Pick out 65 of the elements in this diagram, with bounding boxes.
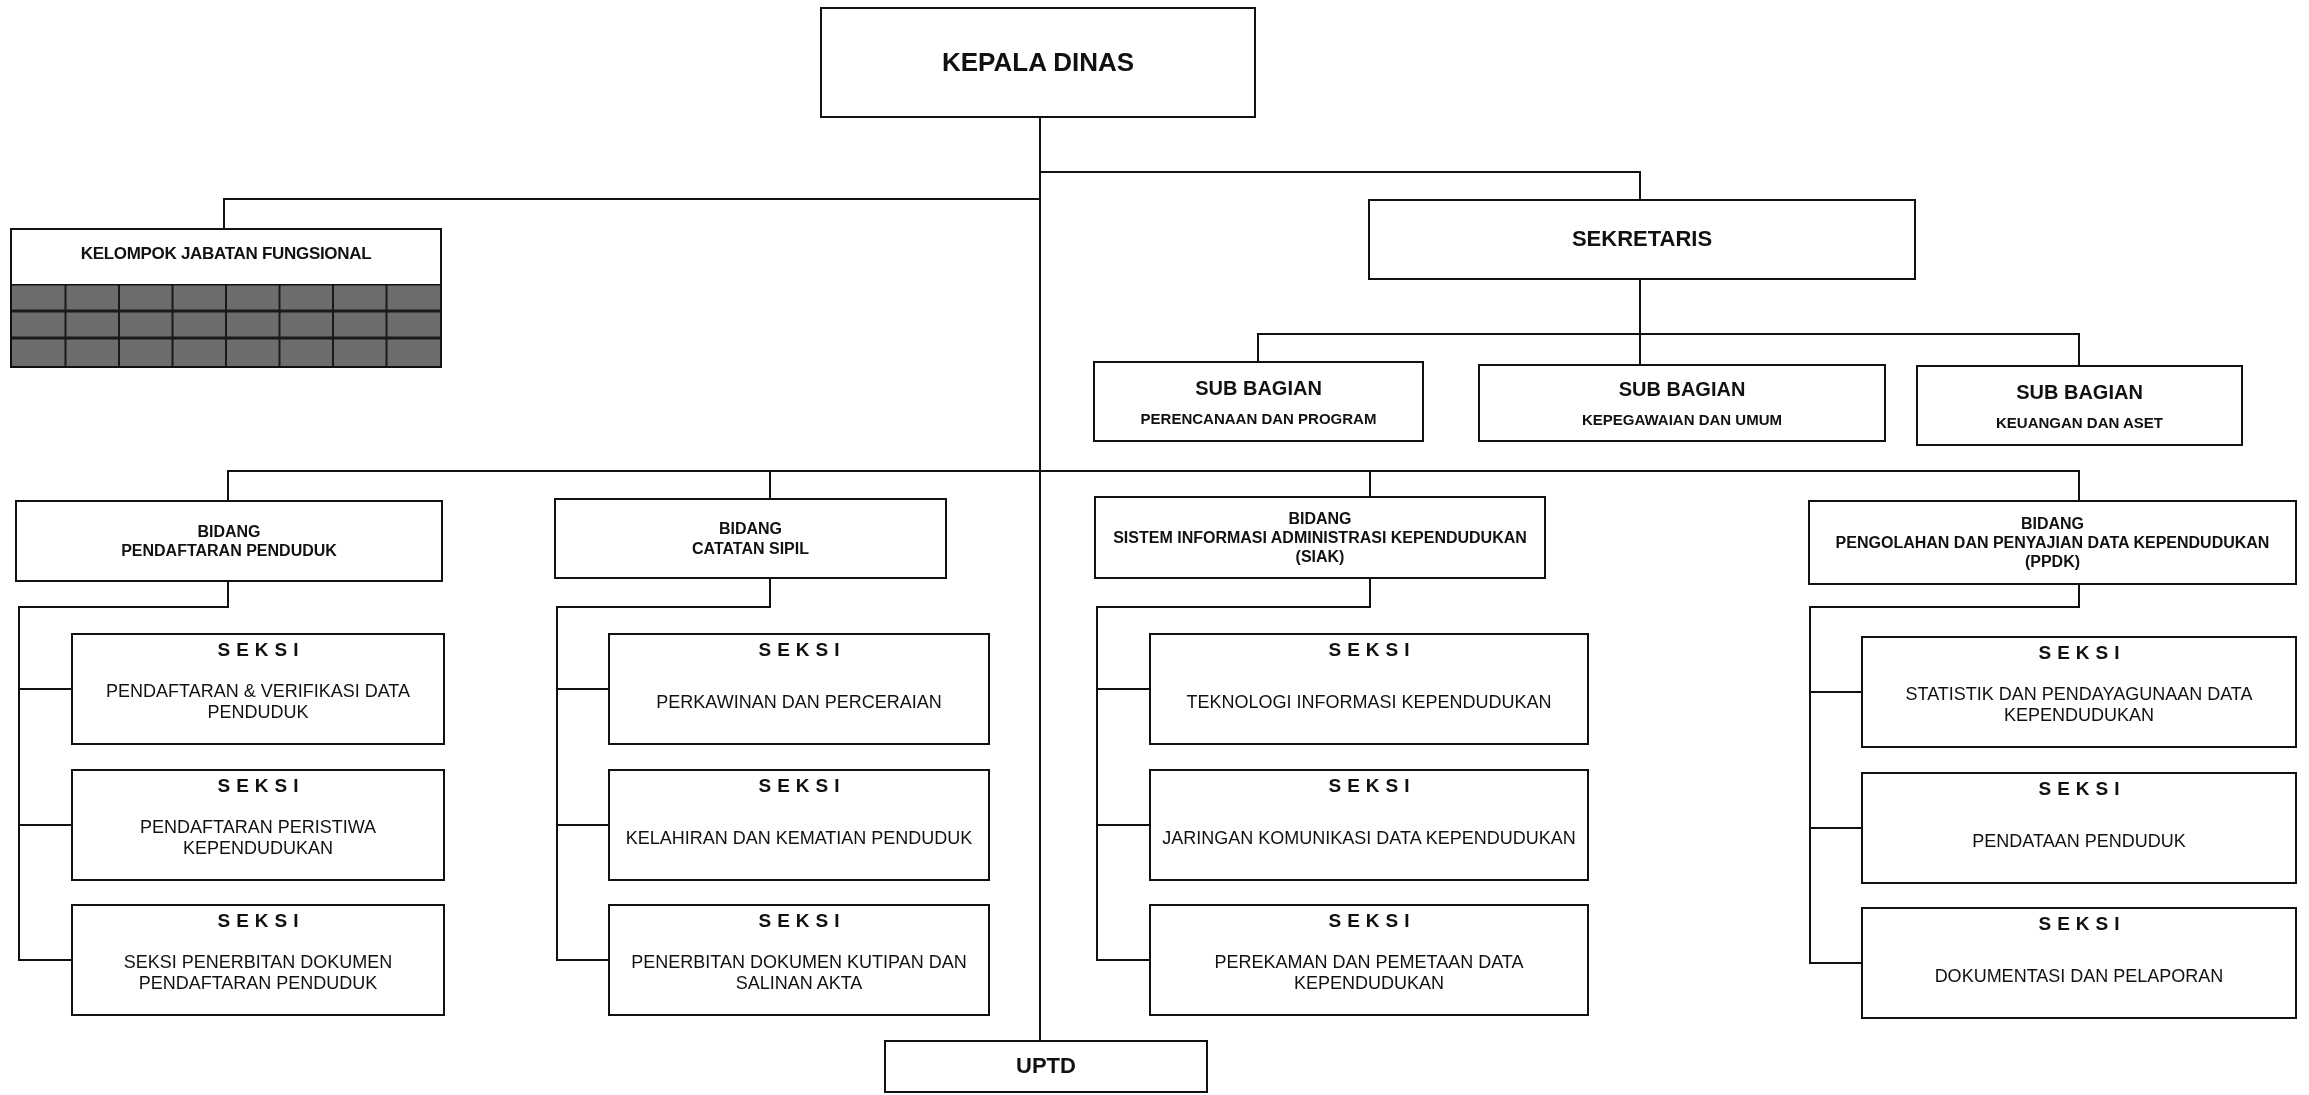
box-title: SUB BAGIAN — [2016, 379, 2143, 404]
secretary-box — [1368, 199, 1916, 280]
box-subtitle: SEKSI PENERBITAN DOKUMEN PENDAFTARAN PENDUDUK — [122, 950, 394, 996]
head-box — [820, 7, 1256, 118]
division-box — [1094, 496, 1546, 579]
box-title: BIDANG — [197, 521, 261, 541]
box-title: SEKSI — [1328, 775, 1416, 798]
box-title: SEKSI — [2038, 778, 2126, 801]
box-subtitle: DOKUMENTASI DAN PELAPORAN — [1934, 964, 2224, 988]
box-subtitle: SISTEM INFORMASI ADMINISTRASI KEPENDUDUKAN (SIAK) — [1112, 527, 1528, 567]
box-subtitle: PENDAFTARAN PENDUDUK — [121, 541, 337, 561]
box-subtitle: TEKNOLOGI INFORMASI KEPENDUDUKAN — [1186, 690, 1552, 714]
box-title: SEKSI — [1328, 910, 1416, 933]
box-subtitle: PENDAFTARAN PERISTIWA KEPENDUDUKAN — [139, 815, 377, 861]
division-box — [1808, 500, 2297, 585]
box-subtitle: PERENCANAAN DAN PROGRAM — [1140, 409, 1377, 428]
box-subtitle: PENGOLAHAN DAN PENYAJIAN DATA KEPENDUDUKAN (PPDK) — [1834, 532, 2271, 572]
section-box — [1861, 772, 2297, 884]
box-subtitle: PEREKAMAN DAN PEMETAAN DATA KEPENDUDUKAN — [1213, 950, 1525, 996]
box-subtitle: PENERBITAN DOKUMEN KUTIPAN DAN SALINAN AKTA — [630, 950, 968, 996]
subsection-box — [1093, 361, 1424, 442]
box-subtitle: KELAHIRAN DAN KEMATIAN PENDUDUK — [625, 826, 973, 850]
box-title: KELOMPOK JABATAN FUNGSIONAL — [80, 244, 372, 265]
box-title: SEKSI — [217, 639, 305, 662]
section-box — [1861, 636, 2297, 748]
subsection-box — [1916, 365, 2243, 446]
section-box — [1149, 633, 1589, 745]
box-title: SEKSI — [758, 775, 846, 798]
box-title: SEKSI — [2038, 642, 2126, 665]
box-subtitle: PENDATAAN PENDUDUK — [1972, 829, 2186, 853]
box-title: SEKSI — [2038, 913, 2126, 936]
box-subtitle: KEPEGAWAIAN DAN UMUM — [1582, 411, 1782, 429]
section-box — [1149, 769, 1589, 881]
section-box — [1861, 907, 2297, 1019]
box-subtitle: CATATAN SIPIL — [692, 538, 809, 558]
unit-box — [884, 1040, 1208, 1093]
box-subtitle: PERKAWINAN DAN PERCERAIAN — [656, 690, 942, 714]
box-subtitle: KEUANGAN DAN ASET — [1996, 413, 2163, 432]
box-title: SEKSI — [217, 775, 305, 798]
subsection-box — [1478, 364, 1886, 442]
box-title: UPTD — [1016, 1053, 1076, 1080]
box-title: BIDANG — [1288, 508, 1352, 528]
box-title: SEKSI — [217, 910, 305, 933]
box-title: BIDANG — [2020, 513, 2085, 533]
group-box — [10, 228, 442, 368]
box-title: SEKRETARIS — [1571, 226, 1713, 253]
box-title: SEKSI — [758, 910, 846, 933]
box-title: KEPALA DINAS — [941, 46, 1135, 79]
division-box — [15, 500, 443, 582]
section-box — [608, 904, 990, 1016]
section-box — [71, 633, 445, 745]
box-title: SEKSI — [1328, 639, 1416, 662]
section-box — [608, 633, 990, 745]
section-box — [71, 904, 445, 1016]
box-title: SUB BAGIAN — [1618, 377, 1746, 401]
box-subtitle: PENDAFTARAN & VERIFIKASI DATA PENDUDUK — [104, 679, 412, 725]
section-box — [71, 769, 445, 881]
section-box — [608, 769, 990, 881]
box-subtitle: STATISTIK DAN PENDAYAGUNAAN DATA KEPENDUDUKAN — [1904, 682, 2254, 728]
box-subtitle: JARINGAN KOMUNIKASI DATA KEPENDUDUKAN — [1162, 826, 1576, 850]
box-title: SEKSI — [758, 639, 846, 662]
section-box — [1149, 904, 1589, 1016]
box-title: BIDANG — [718, 519, 783, 539]
box-title: SUB BAGIAN — [1195, 375, 1322, 400]
division-box — [554, 498, 947, 579]
